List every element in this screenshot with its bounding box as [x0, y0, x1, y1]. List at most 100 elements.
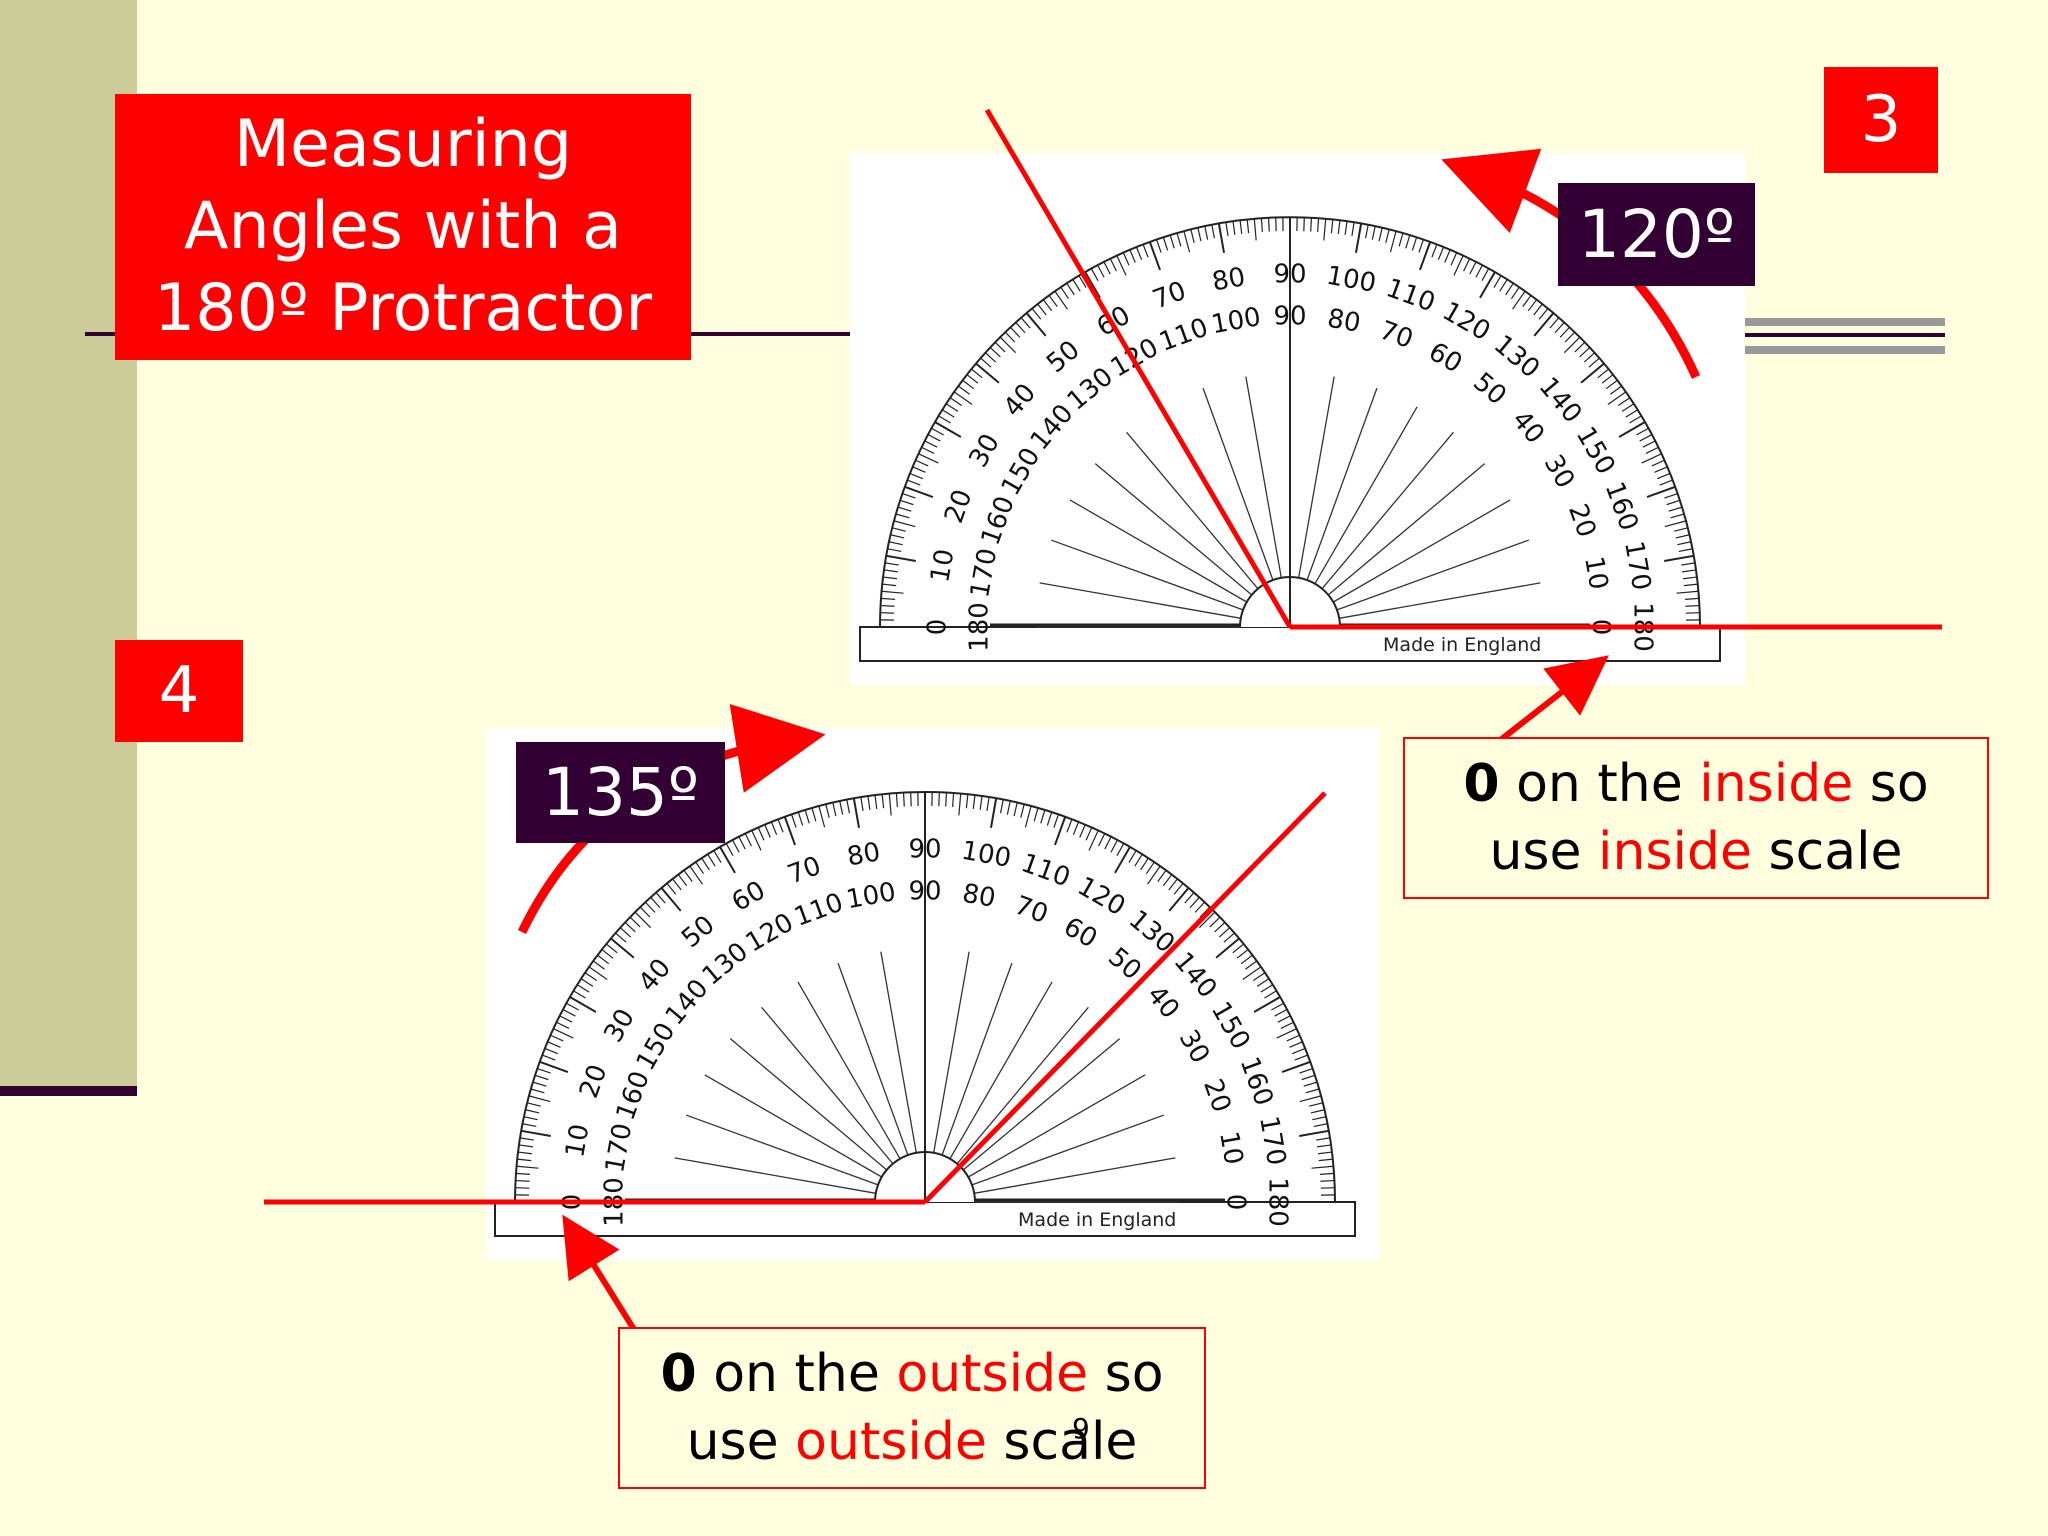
note-outside-scale: 0 on the outside so use outside scale [618, 1327, 1206, 1489]
protractor-tick [580, 978, 594, 987]
protractor-tick [1260, 984, 1274, 993]
protractor-tick [1183, 230, 1191, 253]
protractor-tick [1084, 271, 1101, 299]
protractor-tick [912, 466, 926, 473]
protractor-tick [1147, 865, 1161, 885]
protractor-tick [994, 341, 1006, 353]
protractor-tick [1096, 264, 1105, 278]
protractor-tick [1155, 239, 1162, 253]
protractor-tick [1109, 258, 1117, 272]
protractor-tick [887, 548, 902, 553]
protractor-tick [725, 843, 734, 856]
protractor-tick [1583, 352, 1596, 363]
protractor-inner-number: 90 [1273, 302, 1306, 332]
protractor-guide-line [1339, 582, 1541, 619]
protractor-tick [1450, 252, 1458, 266]
protractor-tick [516, 1165, 539, 1169]
protractor-tick [695, 861, 705, 875]
protractor-tick [527, 1102, 541, 1107]
protractor-tick [1311, 1165, 1334, 1169]
protractor-tick [1197, 227, 1202, 242]
protractor-guide-line [974, 1157, 1176, 1194]
protractor-inner-number: 80 [1325, 304, 1363, 339]
note-inside-t1: on the [1499, 754, 1700, 814]
protractor-tick [893, 520, 916, 528]
protractor-tick [1682, 576, 1698, 580]
protractor-tick [1621, 403, 1635, 412]
protractor-tick [1054, 816, 1067, 846]
protractor-tick [1317, 1144, 1332, 1148]
protractor-tick [1245, 960, 1258, 970]
protractor-outer-number: 80 [1210, 262, 1248, 297]
protractor-tick [677, 874, 688, 887]
protractor-tick [783, 816, 796, 846]
protractor-tick [534, 1074, 549, 1081]
protractor-tick [1378, 227, 1383, 242]
protractor-tick [1054, 290, 1068, 310]
protractor-tick [1291, 1047, 1306, 1055]
protractor-tick [1579, 346, 1591, 358]
protractor-guide-line [1050, 539, 1244, 611]
protractor-guide-line [1327, 463, 1486, 596]
protractor-tick [970, 368, 983, 379]
protractor-tick [867, 795, 871, 810]
protractor-tick [1512, 290, 1526, 310]
protractor-tick [519, 1137, 534, 1141]
protractor-tick [542, 1054, 556, 1061]
protractor-tick [1563, 336, 1581, 354]
title-line-1: Measuring [233, 107, 573, 182]
protractor-tick [515, 1172, 531, 1175]
protractor-tick [1313, 1123, 1328, 1128]
protractor-tick [1104, 836, 1112, 850]
protractor-tick [597, 954, 610, 965]
protractor-tick [811, 807, 817, 822]
protractor-tick [1218, 927, 1231, 938]
protractor-tick [547, 1041, 561, 1048]
note-inside-hi2: inside [1598, 822, 1752, 882]
protractor-tick [1330, 219, 1334, 234]
protractor-tick [1303, 1081, 1318, 1087]
protractor-tick [1301, 1074, 1316, 1081]
protractor-tick [1148, 241, 1161, 271]
protractor-tick [1211, 224, 1216, 239]
protractor-tick [1656, 472, 1671, 480]
protractor-tick [1223, 932, 1235, 943]
protractor-tick [1355, 223, 1363, 253]
protractor-tick [952, 792, 955, 808]
protractor-tick [888, 541, 903, 546]
protractor-tick [1260, 217, 1263, 233]
protractor-tick [1320, 1179, 1335, 1182]
protractor-outer-number: 10 [925, 547, 960, 585]
protractor-outer-number: 10 [560, 1122, 595, 1160]
protractor-inner-number: 180 [965, 602, 995, 652]
protractor-tick [1309, 1102, 1323, 1107]
protractor-tick [881, 590, 904, 594]
protractor-tick [804, 809, 810, 824]
protractor-tick [999, 799, 1004, 814]
protractor-tick [683, 869, 693, 882]
note-outside-t1: on the [696, 1344, 897, 1404]
protractor-tick [619, 927, 632, 938]
title-line-3: 180º Protractor [153, 271, 653, 346]
protractor-tick [584, 972, 598, 982]
protractor-tick [1481, 268, 1490, 281]
note-inside-t4: scale [1752, 822, 1903, 882]
protractor-tick [528, 1095, 551, 1103]
protractor-tick [1431, 244, 1438, 258]
protractor-tick [975, 362, 1000, 384]
protractor-guide-line [674, 1157, 876, 1194]
protractor-tick [615, 932, 627, 943]
protractor-tick [860, 796, 864, 811]
protractor-guide-line [949, 981, 1053, 1160]
protractor-tick [569, 996, 597, 1013]
protractor-tick [1317, 217, 1320, 233]
protractor-tick [1025, 312, 1047, 337]
protractor-tick [1505, 282, 1514, 296]
protractor-tick [907, 479, 921, 486]
protractor-tick [1684, 597, 1700, 600]
protractor-tick [1337, 219, 1341, 235]
protractor-tick [1437, 246, 1445, 261]
protractor-tick [1168, 887, 1190, 912]
protractor-tick [1312, 1116, 1327, 1121]
protractor-tick [532, 1081, 547, 1087]
